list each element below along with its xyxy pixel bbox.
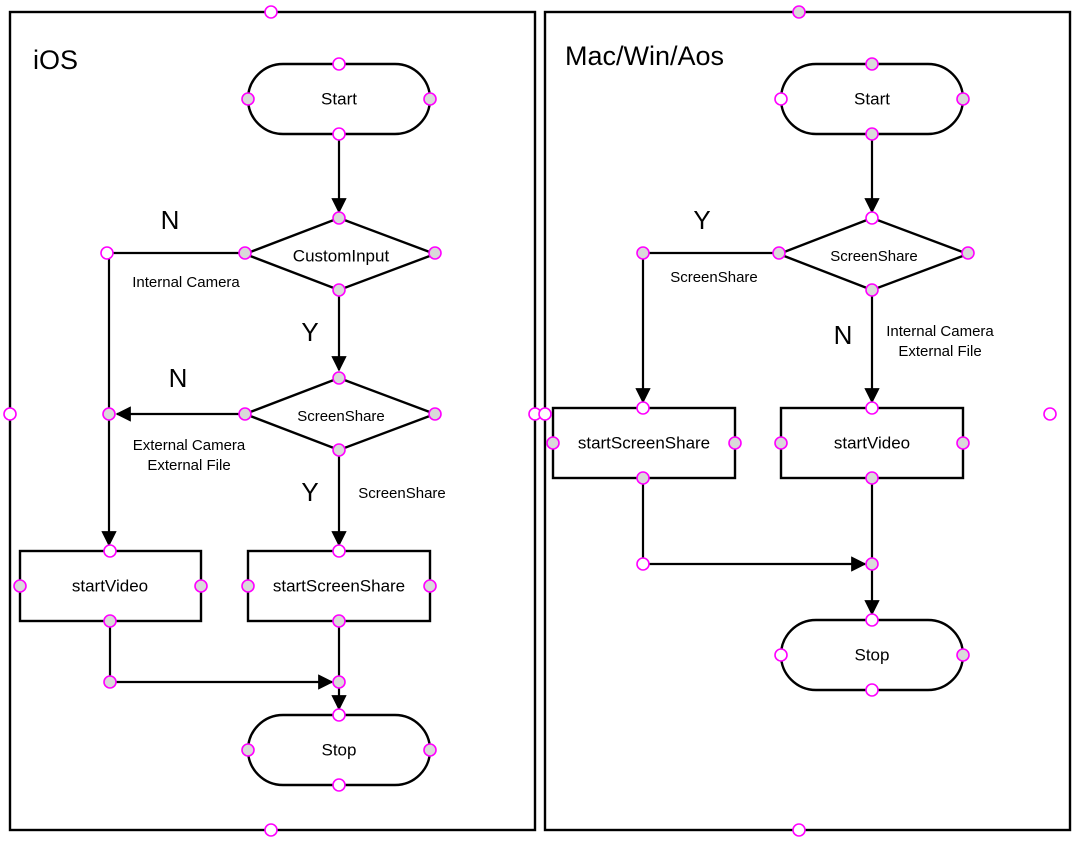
ios-label-external-camera: External Camera bbox=[133, 437, 246, 454]
mwa-startscreenshare-node[interactable]: startScreenShare bbox=[551, 406, 737, 480]
mwa-stop-label: Stop bbox=[855, 645, 890, 664]
port-icon[interactable] bbox=[865, 471, 879, 485]
panel-mac-win-aos-title: Mac/Win/Aos bbox=[565, 41, 724, 71]
port-icon[interactable] bbox=[332, 371, 346, 385]
port-icon[interactable] bbox=[865, 283, 879, 297]
port-icon[interactable] bbox=[428, 246, 442, 260]
mwa-screenshare-label: ScreenShare bbox=[830, 248, 918, 265]
mwa-startscreenshare-label: startScreenShare bbox=[578, 433, 710, 452]
port-icon[interactable] bbox=[13, 579, 27, 593]
ios-stop-label: Stop bbox=[322, 740, 357, 759]
port-icon[interactable] bbox=[332, 544, 346, 558]
port-icon[interactable] bbox=[241, 579, 255, 593]
port-icon[interactable] bbox=[865, 57, 879, 71]
mwa-ports[interactable] bbox=[538, 5, 1057, 837]
ios-label-y-screenshare: Y bbox=[301, 477, 318, 507]
port-icon[interactable] bbox=[264, 823, 278, 837]
port-icon[interactable] bbox=[332, 127, 346, 141]
ios-start-node[interactable]: Start bbox=[246, 62, 432, 136]
ios-startvideo-label: startVideo bbox=[72, 576, 148, 595]
port-icon[interactable] bbox=[332, 57, 346, 71]
port-icon[interactable] bbox=[238, 407, 252, 421]
ios-label-n-custominput: N bbox=[161, 205, 180, 235]
port-icon[interactable] bbox=[792, 5, 806, 19]
port-icon[interactable] bbox=[865, 683, 879, 697]
ios-label-screenshare-note: ScreenShare bbox=[358, 485, 446, 502]
ios-label-y-custominput: Y bbox=[301, 317, 318, 347]
mwa-label-y-screenshare: Y bbox=[693, 205, 710, 235]
port-icon[interactable] bbox=[103, 544, 117, 558]
ios-label-n-screenshare: N bbox=[169, 363, 188, 393]
ios-custominput-node[interactable]: CustomInput bbox=[241, 216, 439, 292]
ios-custominput-label: CustomInput bbox=[293, 246, 390, 265]
port-icon[interactable] bbox=[774, 92, 788, 106]
port-icon[interactable] bbox=[241, 743, 255, 757]
mwa-start-node[interactable]: Start bbox=[779, 62, 965, 136]
port-icon[interactable] bbox=[865, 613, 879, 627]
port-icon[interactable] bbox=[792, 823, 806, 837]
port-icon[interactable] bbox=[636, 471, 650, 485]
ios-label-internal-camera: Internal Camera bbox=[132, 274, 240, 291]
port-icon[interactable] bbox=[865, 557, 879, 571]
panel-mac-win-aos[interactable]: Mac/Win/Aos Start ScreenShare bbox=[538, 5, 1072, 837]
port-icon[interactable] bbox=[865, 211, 879, 225]
port-icon[interactable] bbox=[538, 407, 552, 421]
mwa-startvideo-node[interactable]: startVideo bbox=[779, 406, 965, 480]
mwa-label-screenshare-note: ScreenShare bbox=[670, 269, 758, 286]
port-icon[interactable] bbox=[636, 246, 650, 260]
port-icon[interactable] bbox=[3, 407, 17, 421]
ios-stop-node[interactable]: Stop bbox=[246, 713, 432, 787]
port-icon[interactable] bbox=[728, 436, 742, 450]
port-icon[interactable] bbox=[103, 614, 117, 628]
port-icon[interactable] bbox=[428, 407, 442, 421]
port-icon[interactable] bbox=[1043, 407, 1057, 421]
mwa-label-external-file: External File bbox=[898, 343, 981, 360]
port-icon[interactable] bbox=[332, 708, 346, 722]
port-icon[interactable] bbox=[264, 5, 278, 19]
port-icon[interactable] bbox=[332, 211, 346, 225]
port-icon[interactable] bbox=[956, 648, 970, 662]
mwa-start-label: Start bbox=[854, 89, 890, 108]
ios-start-label: Start bbox=[321, 89, 357, 108]
port-icon[interactable] bbox=[332, 778, 346, 792]
ios-screenshare-label: ScreenShare bbox=[297, 408, 385, 425]
port-icon[interactable] bbox=[956, 436, 970, 450]
port-icon[interactable] bbox=[772, 246, 786, 260]
port-icon[interactable] bbox=[865, 401, 879, 415]
port-icon[interactable] bbox=[238, 246, 252, 260]
port-icon[interactable] bbox=[423, 579, 437, 593]
mwa-label-internal-camera: Internal Camera bbox=[886, 323, 994, 340]
port-icon[interactable] bbox=[332, 675, 346, 689]
port-icon[interactable] bbox=[546, 436, 560, 450]
port-icon[interactable] bbox=[636, 557, 650, 571]
panel-ios-title: iOS bbox=[33, 45, 78, 75]
port-icon[interactable] bbox=[241, 92, 255, 106]
port-icon[interactable] bbox=[332, 443, 346, 457]
port-icon[interactable] bbox=[636, 401, 650, 415]
port-icon[interactable] bbox=[423, 743, 437, 757]
port-icon[interactable] bbox=[332, 283, 346, 297]
port-icon[interactable] bbox=[100, 246, 114, 260]
ios-label-external-file: External File bbox=[147, 457, 230, 474]
port-icon[interactable] bbox=[332, 614, 346, 628]
ios-startscreenshare-label: startScreenShare bbox=[273, 576, 405, 595]
port-icon[interactable] bbox=[194, 579, 208, 593]
port-icon[interactable] bbox=[423, 92, 437, 106]
port-icon[interactable] bbox=[961, 246, 975, 260]
port-icon[interactable] bbox=[956, 92, 970, 106]
ios-ports[interactable] bbox=[3, 5, 542, 837]
panel-ios[interactable]: iOS Start bbox=[3, 5, 542, 837]
mwa-startvideo-label: startVideo bbox=[834, 433, 910, 452]
port-icon[interactable] bbox=[103, 675, 117, 689]
port-icon[interactable] bbox=[865, 127, 879, 141]
ios-startscreenshare-node[interactable]: startScreenShare bbox=[246, 549, 432, 623]
mwa-stop-node[interactable]: Stop bbox=[779, 618, 965, 692]
port-icon[interactable] bbox=[102, 407, 116, 421]
port-icon[interactable] bbox=[774, 436, 788, 450]
mwa-label-n-screenshare: N bbox=[834, 320, 853, 350]
ios-startvideo-node[interactable]: startVideo bbox=[18, 549, 203, 623]
port-icon[interactable] bbox=[774, 648, 788, 662]
